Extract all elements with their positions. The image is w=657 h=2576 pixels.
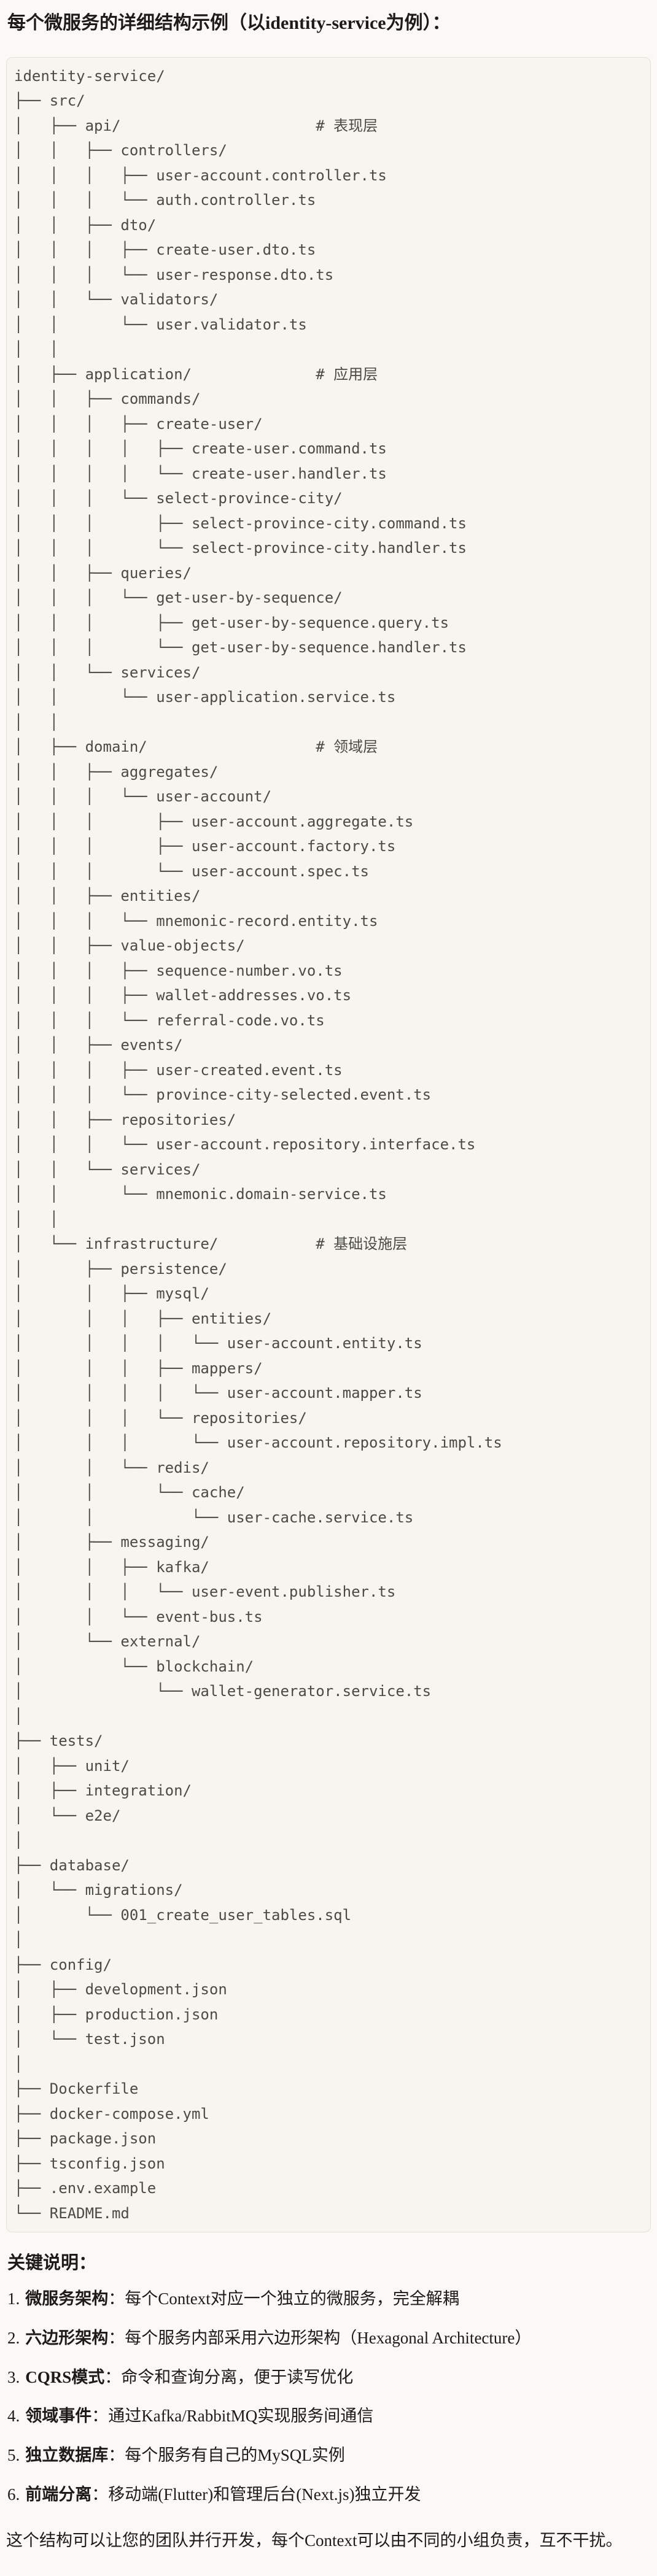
note-text: 命令和查询分离，便于读写优化	[121, 2367, 354, 2386]
note-item-microservice: 1. 微服务架构：每个Context对应一个独立的微服务，完全解耦	[7, 2289, 651, 2310]
note-separator: ：	[108, 2446, 125, 2464]
note-number: 1.	[7, 2289, 20, 2308]
page-title: 每个微服务的详细结构示例（以identity-service为例）：	[7, 13, 451, 33]
document-body: 每个微服务的详细结构示例（以identity-service为例）： ident…	[6, 11, 651, 2551]
note-item-frontend: 6. 前端分离：移动端(Flutter)和管理后台(Next.js)独立开发	[7, 2485, 651, 2505]
note-text: 移动端(Flutter)和管理后台(Next.js)独立开发	[108, 2485, 421, 2504]
note-label: 领域事件	[25, 2407, 92, 2426]
note-text: 每个服务内部采用六边形架构（Hexagonal Architecture）	[125, 2328, 532, 2347]
note-number: 6.	[7, 2485, 20, 2504]
note-text: 通过Kafka/RabbitMQ实现服务间通信	[108, 2407, 374, 2426]
note-separator: ：	[108, 2289, 125, 2308]
note-item-hexagonal: 2. 六边形架构：每个服务内部采用六边形架构（Hexagonal Architec…	[7, 2328, 651, 2349]
note-text: 每个Context对应一个独立的微服务，完全解耦	[125, 2289, 459, 2308]
note-number: 5.	[7, 2446, 20, 2464]
note-number: 2.	[7, 2328, 20, 2347]
note-label: 微服务架构	[25, 2289, 109, 2308]
note-separator: ：	[91, 2407, 109, 2426]
directory-tree: identity-service/ ├── src/ │ ├── api/ # …	[14, 67, 502, 2222]
note-separator: ：	[91, 2485, 109, 2504]
closing-paragraph: 这个结构可以让您的团队并行开发，每个Context可以由不同的小组负责，互不干扰…	[6, 2531, 623, 2550]
note-separator: ：	[104, 2367, 122, 2386]
note-separator: ：	[108, 2328, 125, 2347]
notes-heading: 关键说明：	[7, 2253, 97, 2273]
notes-section: 关键说明： 1.微服务架构：每个Context对应一个独立的微服务，完全解耦 2…	[6, 2248, 651, 2551]
note-item-cqrs: 3. CQRS模式：命令和查询分离，便于读写优化	[7, 2367, 651, 2388]
note-label: 六边形架构	[25, 2328, 109, 2347]
note-item-domain-events: 4. 领域事件：通过Kafka/RabbitMQ实现服务间通信	[7, 2406, 651, 2427]
note-number: 3.	[7, 2367, 20, 2386]
note-label: 前端分离	[25, 2485, 92, 2504]
note-label: CQRS模式	[25, 2367, 105, 2386]
note-label: 独立数据库	[25, 2446, 109, 2464]
note-number: 4.	[7, 2407, 20, 2426]
note-text: 每个服务有自己的MySQL实例	[125, 2446, 345, 2464]
code-block: identity-service/ ├── src/ │ ├── api/ # …	[6, 56, 651, 2232]
note-item-database: 5. 独立数据库：每个服务有自己的MySQL实例	[7, 2445, 651, 2466]
